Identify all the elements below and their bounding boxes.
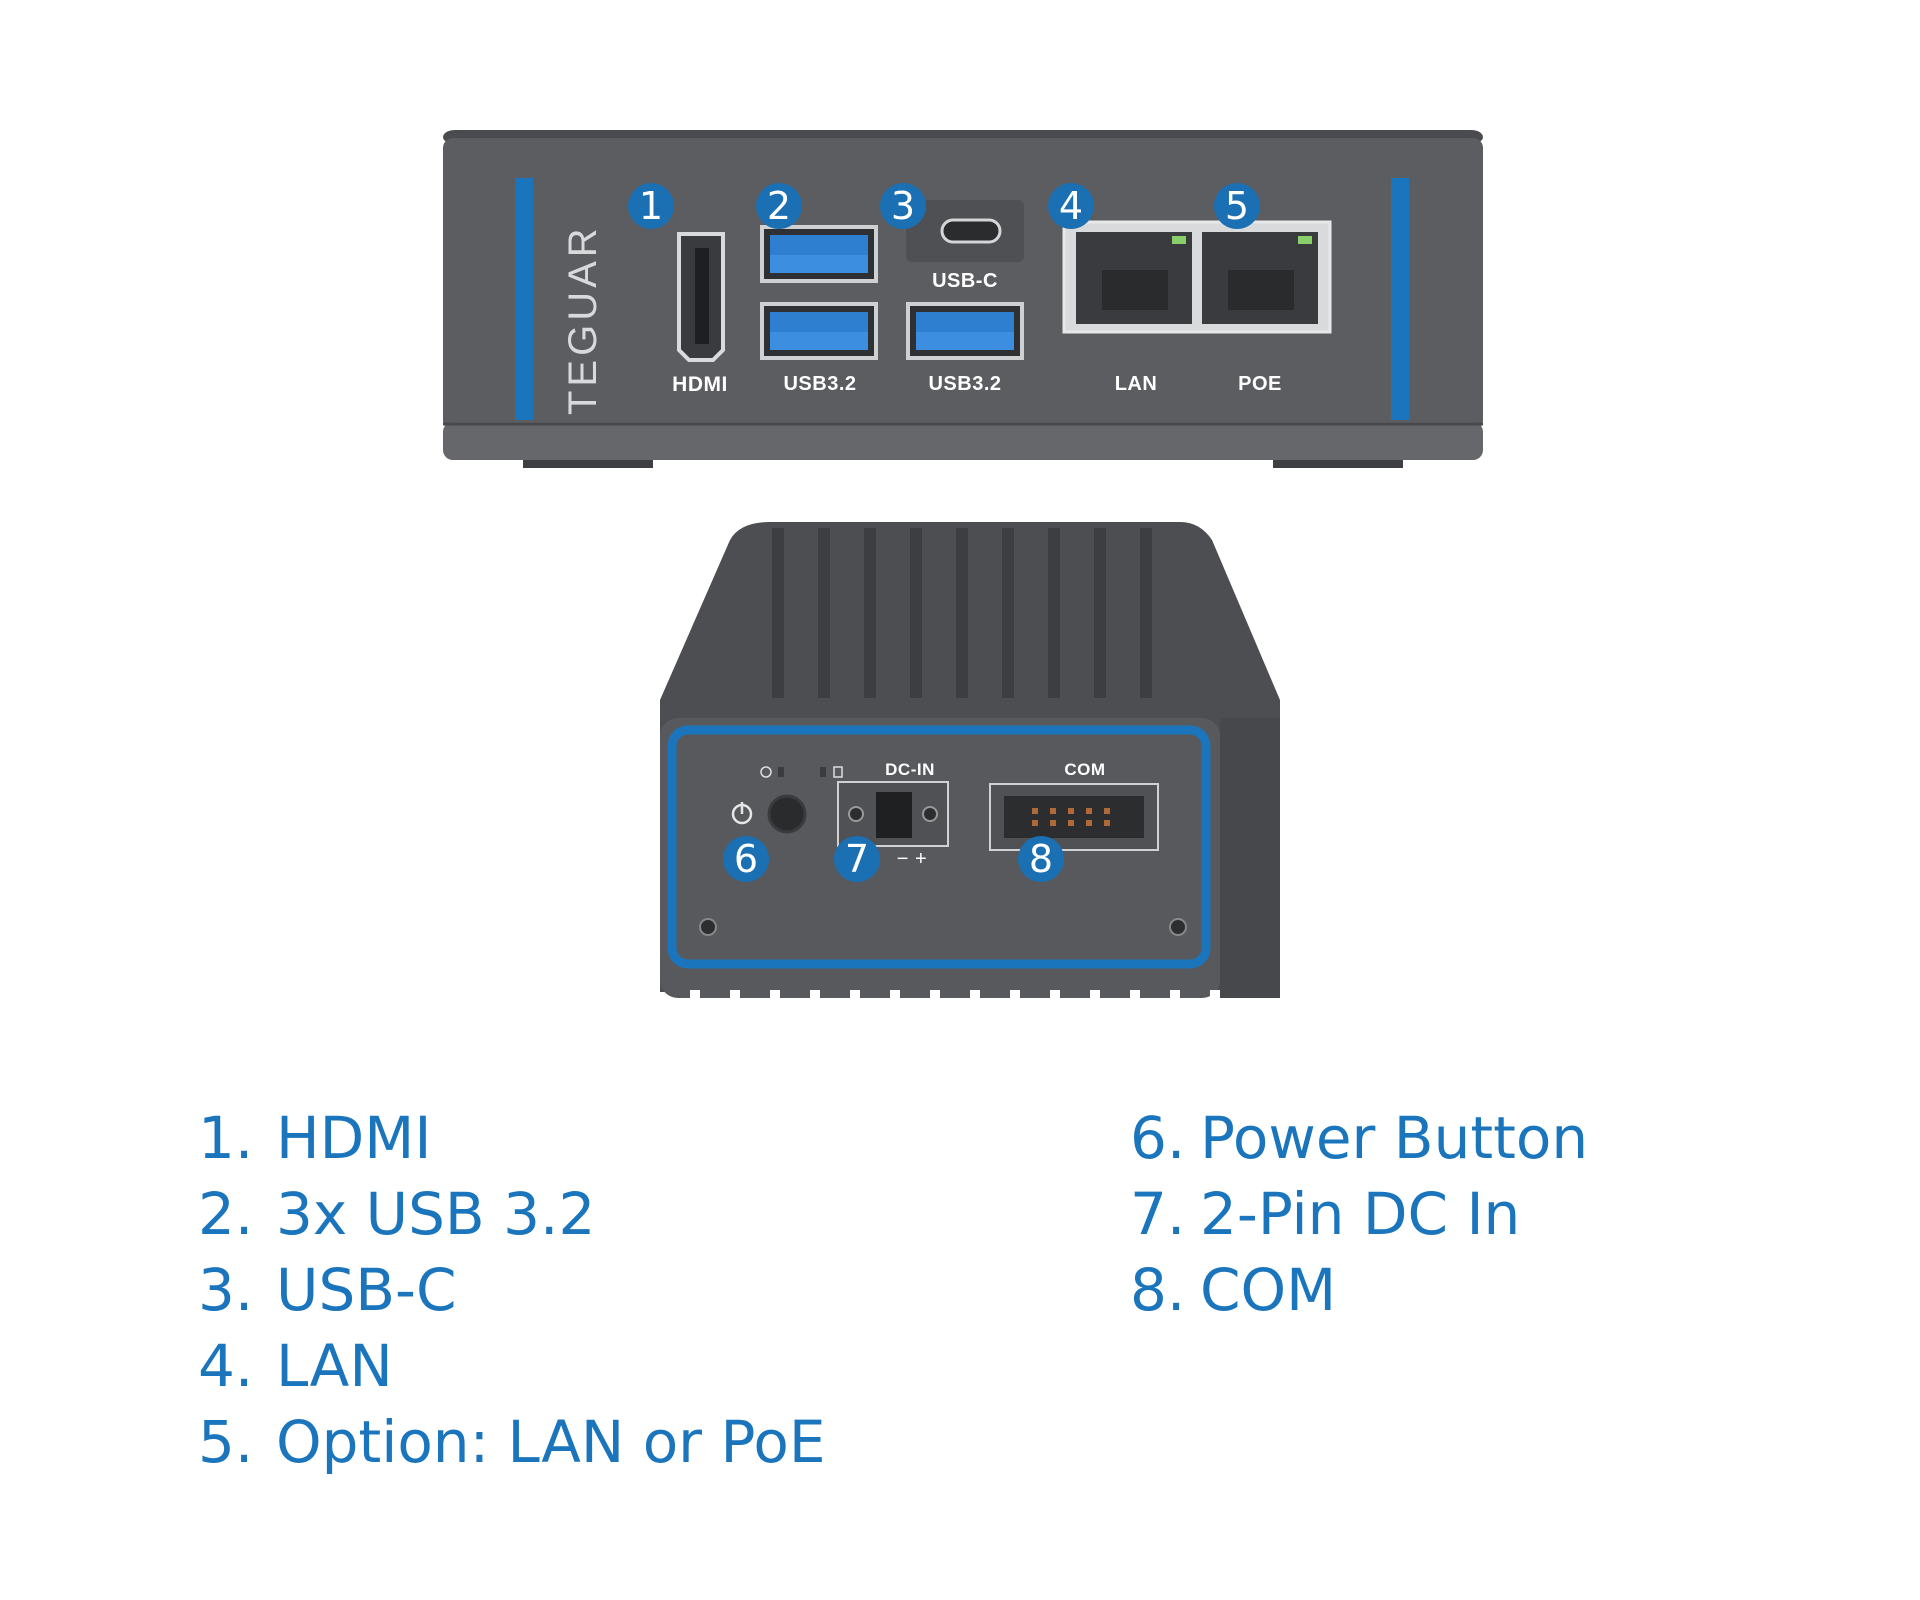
usb-port-icon (760, 225, 878, 283)
rj45-port-icon (1062, 220, 1332, 334)
legend-item: 4. LAN (198, 1328, 826, 1404)
hdmi-port (675, 230, 727, 362)
label-hdmi: HDMI (672, 373, 728, 396)
legend-text: 2-Pin DC In (1200, 1180, 1521, 1248)
badge-com: 8 (1018, 836, 1064, 882)
legend-number: 1. (198, 1104, 254, 1172)
power-icon (730, 800, 754, 824)
legend-item: 3. USB-C (198, 1252, 826, 1328)
legend-text: 3x USB 3.2 (276, 1180, 596, 1248)
legend-item: 8.COM (1130, 1252, 1588, 1328)
brand-logo: TEGUAR (561, 195, 605, 415)
badge-hdmi: 1 (628, 183, 674, 229)
label-usb-2: USB3.2 (928, 373, 1002, 395)
legend-text: COM (1200, 1256, 1337, 1324)
label-dc-in: DC-IN (885, 760, 935, 779)
legend-text: Option: LAN or PoE (276, 1408, 826, 1476)
legend-text: USB-C (276, 1256, 457, 1324)
legend-item: 2. 3x USB 3.2 (198, 1176, 826, 1252)
usb-a-port-top (760, 225, 878, 283)
brand-text: TEGUAR (561, 224, 605, 415)
label-usb-c: USB-C (932, 270, 998, 292)
legend-number: 5. (198, 1408, 254, 1476)
legend-item: 7.2-Pin DC In (1130, 1176, 1588, 1252)
power-button (769, 796, 805, 832)
badge-dc-in: 7 (834, 836, 880, 882)
label-lan: LAN (1114, 373, 1158, 395)
usb-c-port-icon (906, 200, 1024, 262)
legend-text: HDMI (276, 1104, 432, 1172)
legend-text: Power Button (1200, 1104, 1589, 1172)
label-poe: POE (1238, 373, 1282, 395)
legend-number: 2. (198, 1180, 254, 1248)
rear-device-body (660, 522, 1280, 1002)
legend-number: 3. (198, 1256, 254, 1324)
legend-number: 4. (198, 1332, 254, 1400)
legend-text: LAN (276, 1332, 393, 1400)
legend-right: 6.Power Button 7.2-Pin DC In 8.COM (1130, 1100, 1588, 1328)
legend-item: 1. HDMI (198, 1100, 826, 1176)
label-com: COM (1064, 760, 1106, 779)
legend-item: 6.Power Button (1130, 1100, 1588, 1176)
legend-number: 8. (1130, 1256, 1186, 1324)
label-polarity: − + (896, 848, 928, 870)
badge-power: 6 (723, 836, 769, 882)
hdmi-port-icon (677, 232, 725, 362)
usb-port-icon (760, 302, 878, 360)
rear-device (660, 522, 1280, 1002)
badge-lan: 4 (1048, 183, 1094, 229)
legend-left: 1. HDMI 2. 3x USB 3.2 3. USB-C 4. LAN 5. Opti… (198, 1100, 826, 1480)
usb-c-port (906, 200, 1024, 262)
usb-port-icon (906, 302, 1024, 360)
rj45-block (1062, 220, 1332, 334)
usb-a-port-bottom-right (906, 302, 1024, 360)
legend-number: 6. (1130, 1104, 1186, 1172)
legend-number: 7. (1130, 1180, 1186, 1248)
usb-a-port-bottom-left (760, 302, 878, 360)
badge-usb: 2 (756, 183, 802, 229)
label-usb-1: USB3.2 (783, 373, 857, 395)
badge-poe: 5 (1214, 183, 1260, 229)
badge-usb-c: 3 (880, 183, 926, 229)
legend-item: 5. Option: LAN or PoE (198, 1404, 826, 1480)
